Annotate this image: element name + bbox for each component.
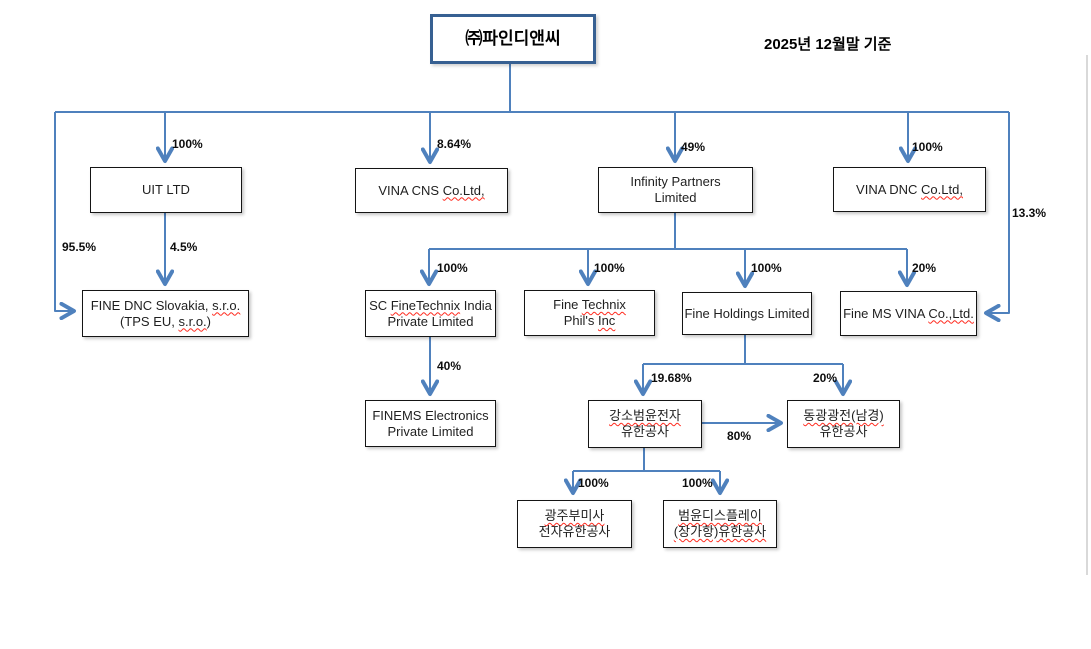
pct-uit: 100% — [172, 137, 203, 151]
pct-right-to-fine-ms: 13.3% — [1012, 206, 1047, 220]
node-fine-dnc-slovakia: FINE DNC Slovakia, s.r.o. (TPS EU, s.r.o… — [82, 290, 249, 337]
node-beomyun-display: 범윤디스플레이(장가항)유한공사 — [663, 500, 777, 548]
pct-sc-finetechnix: 100% — [437, 261, 468, 275]
page-edge-line — [1086, 55, 1088, 575]
node-label: SC FineTechnix India Private Limited — [369, 297, 492, 329]
node-label: Fine Holdings Limited — [684, 305, 810, 321]
edge-left-to-slovakia — [54, 112, 74, 311]
node-fine-technix-phils: Fine Technix Phil's Inc — [524, 290, 655, 336]
node-fine-dnc-parent: ㈜파인디앤씨 — [430, 14, 596, 64]
pct-gwangju: 100% — [578, 476, 609, 490]
node-vina-dnc: VINA DNC Co.Ltd, — [833, 167, 986, 212]
node-label: VINA DNC Co.Ltd, — [856, 181, 963, 197]
node-label: Fine Technix Phil's Inc — [553, 297, 626, 328]
node-label: ㈜파인디앤씨 — [465, 28, 561, 48]
node-label: 동광광전(남경)유한공사 — [803, 408, 884, 439]
pct-vina-cns: 8.64% — [437, 137, 472, 151]
node-label: VINA CNS Co.Ltd, — [378, 182, 485, 198]
node-fine-ms-vina: Fine MS VINA Co.,Ltd. — [840, 291, 977, 336]
node-fine-holdings: Fine Holdings Limited — [682, 292, 812, 335]
node-label: FINE DNC Slovakia, s.r.o. (TPS EU, s.r.o… — [90, 297, 241, 329]
pct-beomyun: 100% — [682, 476, 713, 490]
node-dongguang-nanjing: 동광광전(남경)유한공사 — [787, 400, 900, 448]
pct-fine-technix: 100% — [594, 261, 625, 275]
node-label: UIT LTD — [142, 182, 190, 198]
pct-finems: 40% — [437, 359, 462, 373]
pct-jiangsu: 19.68% — [651, 371, 692, 385]
pct-dongguang: 20% — [813, 371, 838, 385]
edge-right-to-fine-ms — [986, 112, 1010, 313]
pct-fine-ms-vina: 20% — [912, 261, 937, 275]
node-sc-finetechnix-india: SC FineTechnix India Private Limited — [365, 290, 496, 337]
pct-left-to-slovakia: 95.5% — [62, 240, 97, 254]
as-of-date-label: 2025년 12월말 기준 — [764, 36, 892, 53]
node-vina-cns: VINA CNS Co.Ltd, — [355, 168, 508, 213]
pct-infinity: 49% — [681, 140, 706, 154]
node-uit-ltd: UIT LTD — [90, 167, 242, 213]
node-label: Fine MS VINA Co.,Ltd. — [843, 305, 974, 321]
pct-fine-holdings: 100% — [751, 261, 782, 275]
node-label: 범윤디스플레이(장가항)유한공사 — [673, 508, 767, 539]
pct-cross-holding: 80% — [727, 429, 752, 443]
pct-uit-to-slovakia: 4.5% — [170, 240, 198, 254]
pct-vina-dnc: 100% — [912, 140, 943, 154]
